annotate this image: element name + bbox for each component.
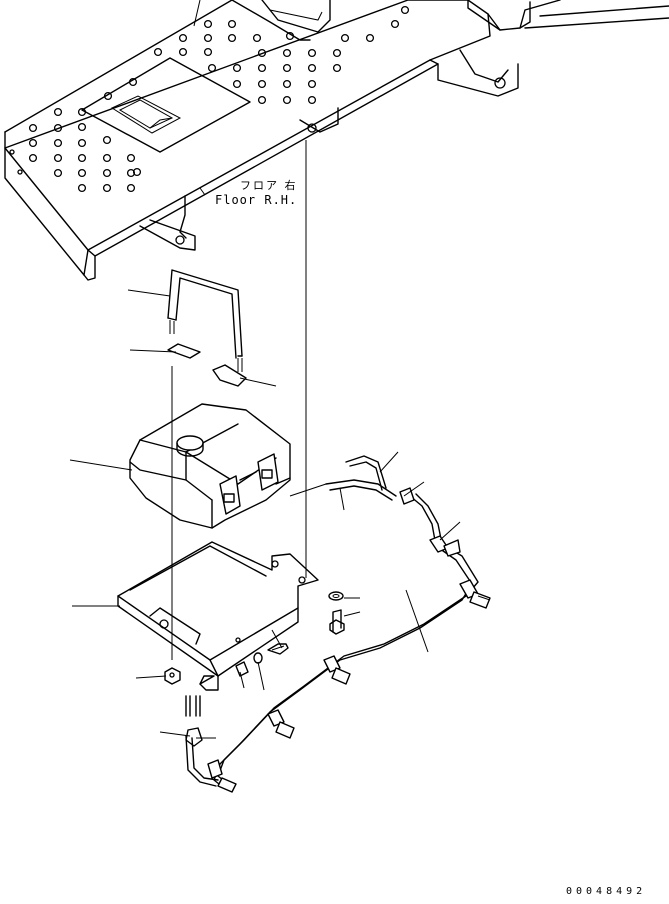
battery-cable bbox=[185, 455, 491, 793]
drawing-number: 00048492 bbox=[566, 886, 647, 897]
hold-down-pad-left bbox=[167, 343, 201, 359]
battery bbox=[129, 403, 291, 529]
terminal-pins bbox=[185, 695, 203, 747]
washer-right bbox=[328, 591, 344, 601]
hold-down-pad-right bbox=[212, 364, 247, 387]
alignment-lines bbox=[171, 140, 327, 660]
leader-lines bbox=[69, 0, 491, 739]
battery-hold-down-frame bbox=[167, 269, 243, 372]
bolt-right bbox=[329, 609, 345, 635]
washer-small bbox=[253, 652, 263, 664]
floor-label-english: Floor R.H. bbox=[215, 193, 298, 207]
nut bbox=[164, 667, 181, 685]
floor-label-japanese: フロア 右 bbox=[240, 179, 298, 192]
bolt-small bbox=[267, 643, 289, 655]
floor-plate bbox=[4, 0, 669, 281]
clamp-small bbox=[235, 661, 249, 677]
battery-tray bbox=[117, 541, 319, 691]
floor-hole-pattern bbox=[28, 5, 410, 193]
